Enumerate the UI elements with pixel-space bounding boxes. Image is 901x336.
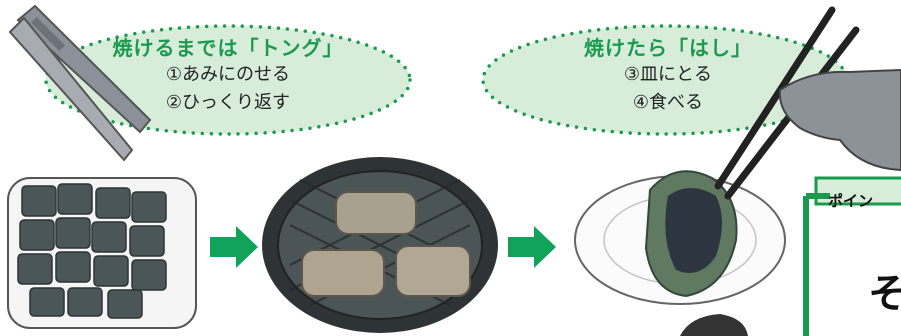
raw-meat-plate-icon [7,177,197,329]
tong-bubble-title: 焼けるまでは「トング」 [112,36,344,60]
partial-dark-object [680,314,748,336]
point-label: ポイン [828,192,874,210]
chopsticks-bubble-title: 焼けたら「はし」 [584,36,752,60]
chopsticks-step-4: ④食べる [632,92,704,113]
chopsticks-hand-icon [714,6,901,200]
chopsticks-step-3: ③皿にとる [623,64,713,85]
point-text: そ [868,271,901,317]
arrow-right-icon [210,226,258,268]
tong-step-1: ①あみにのせる [165,64,291,85]
tongs-icon [8,4,152,162]
tong-step-2: ②ひっくり返す [165,92,291,113]
tong-bubble-text: 焼けるまでは「トング」 ①あみにのせる ②ひっくり返す [88,32,368,117]
chopsticks-bubble-text: 焼けたら「はし」 ③皿にとる ④食べる [548,32,788,117]
grill-icon [262,157,498,333]
plate-with-meat-icon [574,170,786,305]
arrow-right-icon [508,226,556,268]
point-box [803,176,901,336]
